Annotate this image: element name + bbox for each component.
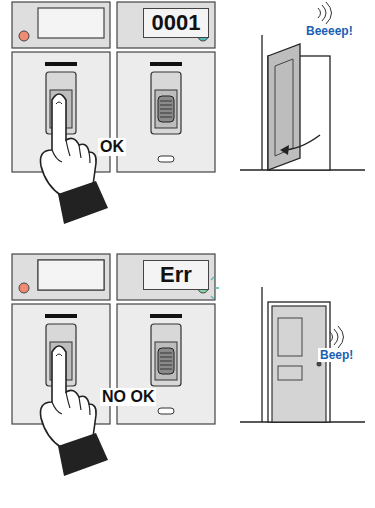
display-text: Err bbox=[160, 262, 192, 288]
display-screen: 0001 bbox=[143, 8, 209, 38]
sound-label: Beeeep! bbox=[304, 24, 355, 38]
display-text: 0001 bbox=[152, 10, 201, 36]
sound-label: Beep! bbox=[318, 348, 355, 362]
result-label: NO OK bbox=[100, 388, 156, 406]
display-screen: Err bbox=[143, 260, 209, 290]
result-label: OK bbox=[98, 138, 126, 156]
